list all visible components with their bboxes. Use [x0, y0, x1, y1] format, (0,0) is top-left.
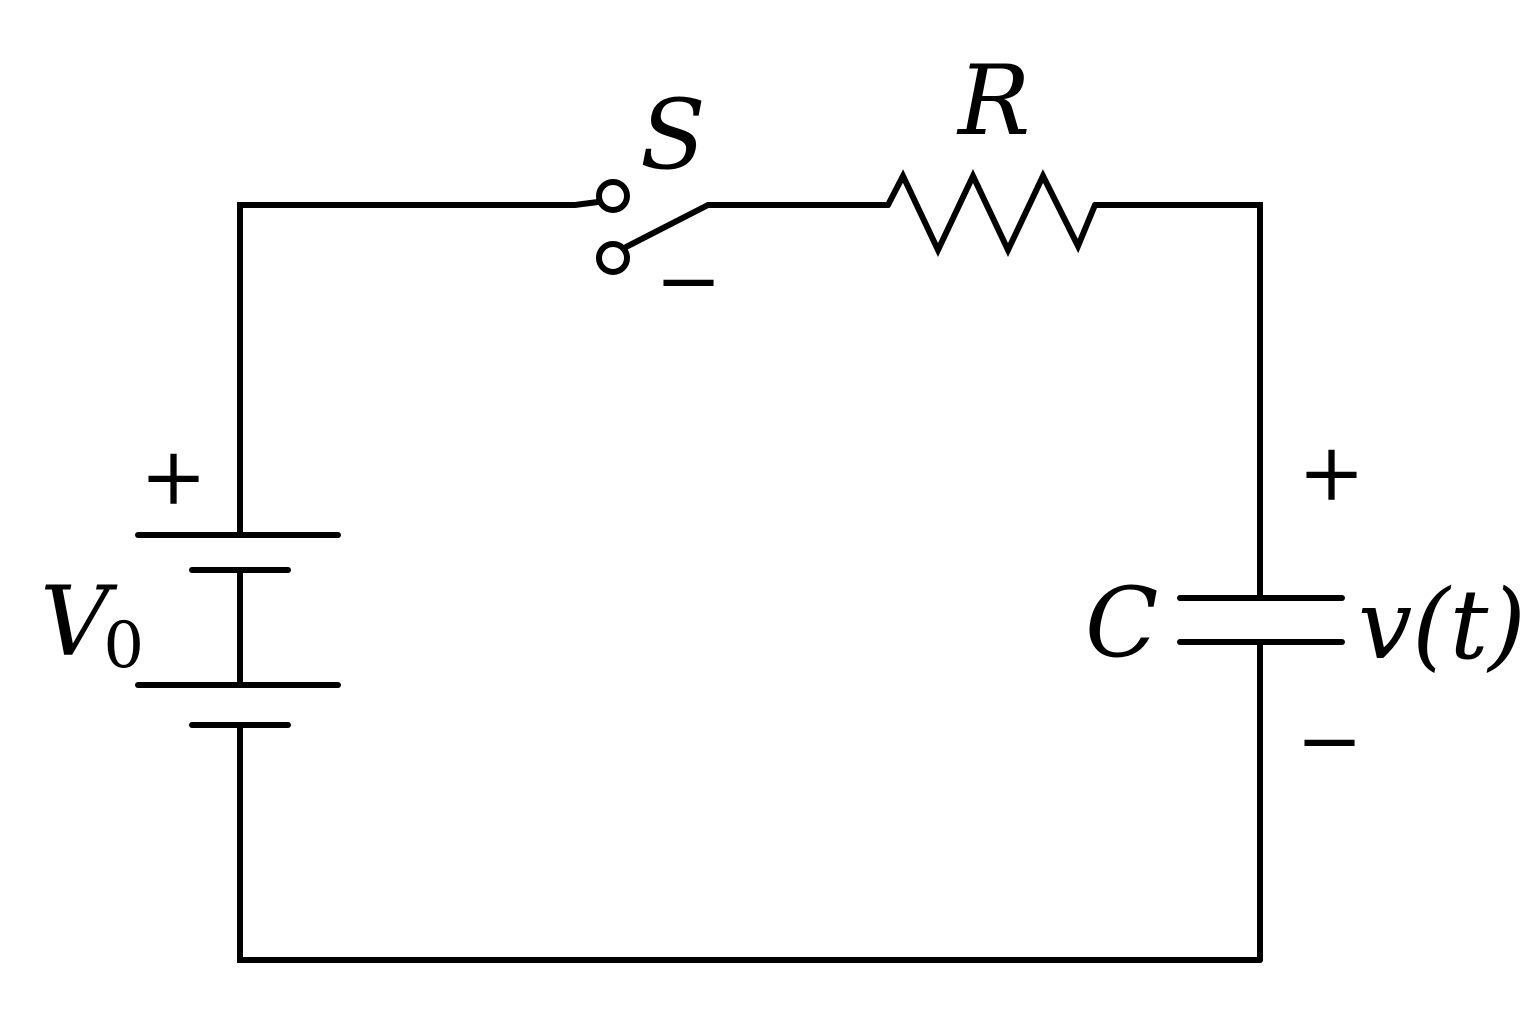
switch-blade — [623, 202, 711, 250]
switch-terminal-bottom — [596, 241, 630, 275]
capacitor-plus-sign: + — [1298, 426, 1365, 519]
switch-label: S — [640, 79, 706, 191]
source-label: V0 — [40, 566, 144, 683]
resistor-label: R — [956, 45, 1030, 157]
wire-bottom — [237, 722, 1263, 963]
capacitor-label: C — [1085, 567, 1158, 679]
capacitor — [1177, 595, 1345, 645]
switch-minus-sign: − — [655, 234, 722, 327]
wires — [237, 199, 1263, 963]
switch-terminal-top — [596, 179, 630, 213]
resistor — [885, 168, 1098, 258]
battery — [135, 532, 341, 728]
source-label-main: V — [40, 566, 118, 678]
capacitor-minus-sign: − — [1296, 694, 1363, 787]
switch — [596, 179, 711, 275]
wire-top-left — [237, 199, 601, 538]
capacitor-voltage-label: v(t) — [1358, 569, 1526, 681]
source-plus-sign: + — [140, 430, 207, 523]
wire-top-right — [1092, 202, 1263, 601]
source-label-subscript: 0 — [103, 609, 144, 683]
